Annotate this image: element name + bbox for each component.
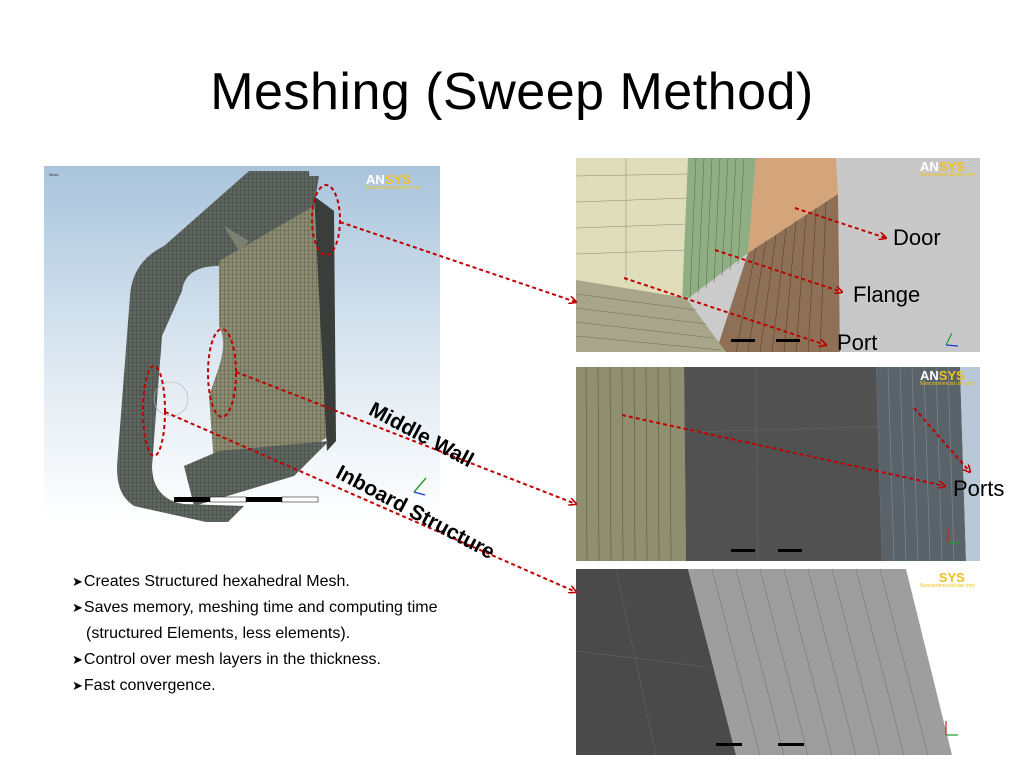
mesh-detail-door-flange: ANSYS Noncommercial use only [576, 158, 980, 352]
main-mesh-image: Mesh ANSYS Noncommercial use only [44, 166, 440, 522]
arrow-ports-2 [913, 407, 970, 472]
bullet-arrow-icon: ➤ [72, 652, 83, 667]
mesh-detail-ports: ANSYS Noncommercial use only [576, 367, 980, 561]
bullet-item: ➤Fast convergence. [72, 677, 216, 694]
ansys-logo-sys: SYS [938, 368, 965, 383]
arrow-door [794, 207, 886, 238]
bullet-arrow-icon: ➤ [72, 600, 83, 615]
ansys-logo-sub: Noncommercial use only [366, 185, 421, 191]
bullet-item: ➤Control over mesh layers in the thickne… [72, 651, 381, 668]
ansys-logo-sub: Noncommercial use only [920, 583, 975, 589]
highlight-ellipse-middle [207, 328, 237, 418]
ansys-logo: ANSYS Noncommercial use only [920, 159, 975, 178]
page-title: Meshing (Sweep Method) [210, 63, 814, 121]
ansys-logo-an: AN [920, 570, 939, 585]
ansys-logo-sub: Noncommercial use only [920, 172, 975, 178]
bullet-item: ➤Creates Structured hexahedral Mesh. [72, 573, 350, 590]
ansys-logo-sys: SYS [938, 159, 965, 174]
arrow-to-ports-panel [235, 371, 576, 504]
ansys-logo: ANSYS Noncommercial use only [366, 172, 421, 191]
svg-text:Mesh: Mesh [49, 172, 59, 177]
bullet-list: ➤Creates Structured hexahedral Mesh. ➤Sa… [72, 569, 542, 699]
ansys-logo-an: AN [366, 172, 385, 187]
highlight-ellipse-top [311, 184, 341, 256]
ansys-logo-sub: Noncommercial use only [920, 381, 975, 387]
arrow-to-door-flange-panel [339, 221, 576, 302]
ansys-logo: ANSYS Noncommercial use only [920, 368, 975, 387]
label-flange: Flange [853, 282, 921, 307]
ansys-logo-sys: SYS [384, 172, 411, 187]
arrow-port [623, 277, 826, 345]
label-door: Door [893, 225, 941, 250]
label-ports: Ports [953, 476, 1005, 501]
arrow-ports-1 [621, 414, 945, 486]
ansys-logo-an: AN [920, 159, 939, 174]
highlight-ellipse-inboard [142, 365, 166, 457]
bullet-arrow-icon: ➤ [72, 574, 83, 589]
bullet-arrow-icon: ➤ [72, 678, 83, 693]
bullet-item-continuation: (structured Elements, less elements). [86, 625, 351, 642]
arrow-to-inboard-panel [164, 411, 576, 592]
ansys-logo: ANSYS Noncommercial use only [920, 570, 975, 589]
bullet-item: ➤Saves memory, meshing time and computin… [72, 599, 438, 616]
ansys-logo-an: AN [920, 368, 939, 383]
ansys-logo-sys: SYS [938, 570, 965, 585]
mesh-detail-inboard: ANSYS Noncommercial use only [576, 569, 980, 755]
label-port: Port [837, 330, 878, 355]
arrow-flange [714, 249, 842, 292]
